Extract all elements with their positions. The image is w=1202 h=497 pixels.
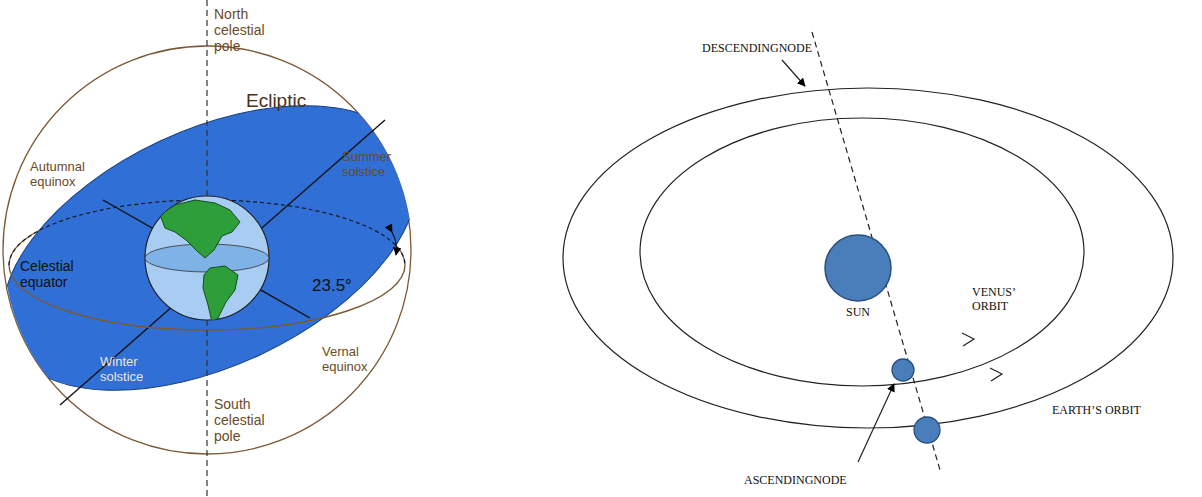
earth-orbit (563, 88, 1173, 428)
body-label: SUN (846, 306, 886, 320)
orbit-label: EARTH’S ORBIT (1052, 404, 1172, 418)
direction-arrow (990, 368, 1002, 381)
solstice-line (60, 120, 385, 405)
plane-label: Ecliptic (246, 90, 336, 112)
equator-back-dashed (9, 200, 405, 265)
earth (914, 417, 940, 443)
angle-label: 23.5° (312, 276, 372, 296)
circle-label: Celestial equator (20, 258, 100, 290)
point-label: Winter solstice (100, 355, 160, 385)
point-label: Autumnal equinox (30, 160, 110, 190)
leader-line (782, 60, 805, 86)
line-of-nodes (812, 32, 940, 470)
point-label: Summer solstice (342, 150, 400, 180)
point-label: Vernal equinox (322, 345, 382, 375)
node-label: DESCENDINGNODE (702, 42, 842, 56)
direction-arrow (962, 333, 974, 346)
angle-arrow (392, 232, 397, 255)
pole-label: South celestial pole (214, 396, 284, 444)
orbit-label: VENUS’ ORBIT (972, 286, 1034, 314)
ecliptic-plane (0, 47, 461, 449)
leader-line (858, 384, 894, 462)
pole-label: North celestial pole (214, 6, 284, 54)
venus-orbit (640, 118, 1084, 386)
node-label: ASCENDINGNODE (744, 474, 884, 488)
venus (892, 359, 914, 381)
sun (825, 235, 891, 301)
earth-globe (145, 196, 269, 322)
